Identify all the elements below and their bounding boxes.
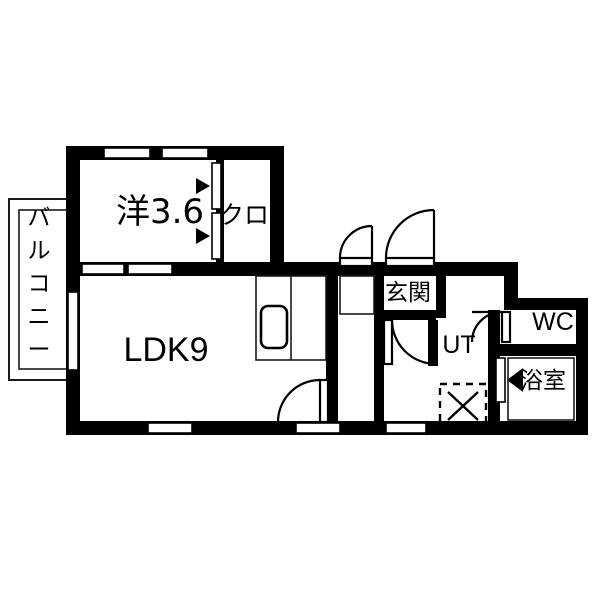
windows <box>67 147 427 434</box>
bedroom-floor <box>80 160 216 262</box>
genkan-east-floor <box>446 276 504 310</box>
closet-label: クロ <box>219 201 269 230</box>
utility-label: UT <box>442 331 475 359</box>
balcony-sliding-door[interactable] <box>67 291 79 371</box>
wall-genkan-south <box>374 310 436 320</box>
closet-arrow-upper-icon <box>196 178 210 194</box>
entrance-swing-door[interactable] <box>384 208 436 268</box>
toilet-door-panel[interactable] <box>500 310 512 344</box>
wall-hall-west <box>374 318 384 421</box>
ldk-south-window-mid <box>295 422 341 434</box>
wall-hall-east-stub <box>428 320 438 366</box>
washing-machine-pan <box>438 382 488 430</box>
wall-east-outer <box>576 298 588 435</box>
sink-basin <box>259 304 289 350</box>
bathtub-outline <box>507 357 575 421</box>
wall-wc-bath-divider <box>488 344 578 356</box>
balcony-label: バルコニー <box>28 205 51 363</box>
wall-ldk-east-upper <box>326 276 338 326</box>
ldk-corridor-door-panel[interactable] <box>318 378 330 424</box>
bedroom-south-window-left <box>81 263 125 275</box>
wall-south-east <box>420 421 588 435</box>
closet-sliding-doors[interactable] <box>196 162 222 260</box>
ldk-south-window-left <box>147 422 193 434</box>
washer-pan-outline <box>438 382 488 430</box>
entrance-door-arc <box>384 208 435 259</box>
wall-closet-partition <box>216 160 224 262</box>
bedroom-north-window-left <box>103 147 151 159</box>
kitchen-sink-fixture <box>255 275 327 361</box>
wall-bedroom-west <box>66 146 80 276</box>
bathroom-door-panel[interactable] <box>495 357 506 403</box>
wall-wc-north <box>504 298 588 310</box>
genkan-floor <box>384 276 436 310</box>
wall-genkan-west <box>374 276 384 318</box>
bathroom-folding-door[interactable] <box>495 357 523 403</box>
genkan-hall-door-panel[interactable] <box>382 318 394 366</box>
ldk-corridor-door-arc <box>276 378 321 423</box>
wall-ldk-south <box>66 421 420 435</box>
wall-bedroom-east <box>270 146 284 270</box>
entrance-door-panel[interactable] <box>384 256 436 268</box>
closet-floor <box>224 160 270 262</box>
room-labels: 洋3.6 クロ LDK9 玄関 UT WC 浴室 <box>116 192 574 394</box>
genkan-label: 玄関 <box>385 280 431 306</box>
closet-door-panel-lower[interactable] <box>211 212 222 260</box>
wc-floor <box>500 310 576 344</box>
shoe-cupboard-door-arc <box>338 224 373 259</box>
shoe-cupboard-door-panel[interactable] <box>338 256 374 268</box>
closet-door-panel-upper[interactable] <box>211 162 222 210</box>
toilet-door[interactable] <box>470 310 512 344</box>
washer-pan-x2 <box>447 391 479 421</box>
shoe-box-outline <box>339 275 375 315</box>
wall-corner-stub <box>326 262 340 276</box>
corridor-floor <box>338 276 374 421</box>
bathroom-door-arrow-icon <box>507 368 523 392</box>
ldk-corridor-door[interactable] <box>276 378 330 424</box>
balcony-area: バルコニー <box>8 198 68 381</box>
bedroom-south-window-right <box>127 263 173 275</box>
toilet-label: WC <box>532 308 574 336</box>
ldk-label: LDK9 <box>123 331 208 369</box>
wall-genkan-north <box>420 262 518 276</box>
bedroom-label: 洋3.6 <box>116 192 204 232</box>
closet-arrow-lower-icon <box>196 228 210 244</box>
wall-genkan-east <box>436 276 446 318</box>
room-interiors <box>80 160 576 421</box>
bathroom-label: 浴室 <box>520 368 566 394</box>
bathroom-floor <box>500 356 576 421</box>
shoe-cupboard-door[interactable] <box>338 224 374 268</box>
bedroom-north-window-right <box>161 147 209 159</box>
ldk-south-window-right <box>385 422 427 434</box>
